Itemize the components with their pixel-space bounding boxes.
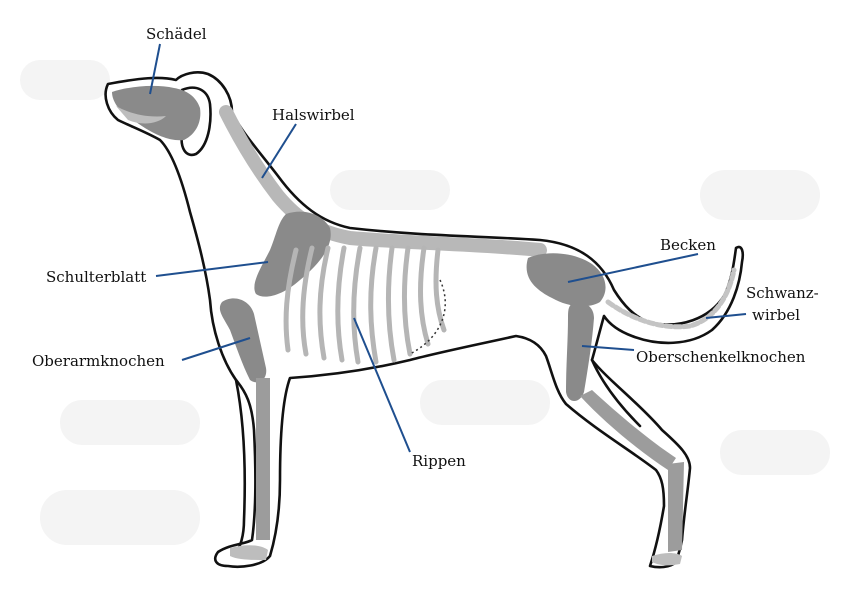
pointer-cervical <box>261 123 297 179</box>
front-radius <box>256 378 270 540</box>
label-femur: Oberschenkelknochen <box>636 348 806 366</box>
label-ribs: Rippen <box>412 452 466 470</box>
pointer-humerus <box>181 337 251 361</box>
pointer-femur <box>581 345 635 351</box>
label-pelvis: Becken <box>660 236 716 254</box>
rib-dotted-curve <box>409 279 446 355</box>
label-cervical: Halswirbel <box>272 106 355 124</box>
label-scapula: Schulterblatt <box>46 268 146 286</box>
hind-paw-bones <box>652 553 682 566</box>
hind-metatarsal <box>668 462 684 552</box>
front-paw-bones <box>230 545 268 560</box>
femur-bone <box>566 302 594 401</box>
tibia-bone <box>580 390 676 470</box>
pointer-pelvis <box>567 253 699 283</box>
far-front-leg <box>234 378 247 554</box>
label-tail-line1: Schwanz- <box>746 284 819 302</box>
label-skull: Schädel <box>146 25 207 43</box>
pointer-tail <box>705 313 747 319</box>
label-humerus: Oberarmknochen <box>32 352 165 370</box>
label-tail-line2: wirbel <box>752 306 800 324</box>
pelvis-bone <box>526 253 606 307</box>
pointer-skull <box>149 43 161 95</box>
pointer-lines <box>149 43 747 453</box>
hind-leg-contour <box>590 358 642 428</box>
ribcage <box>283 245 447 365</box>
pointer-ribs <box>353 317 411 453</box>
tail-vertebrae <box>605 267 737 330</box>
pointer-scapula <box>155 261 269 277</box>
jaw <box>116 106 166 124</box>
skull <box>112 85 201 141</box>
background-blobs <box>20 60 830 545</box>
